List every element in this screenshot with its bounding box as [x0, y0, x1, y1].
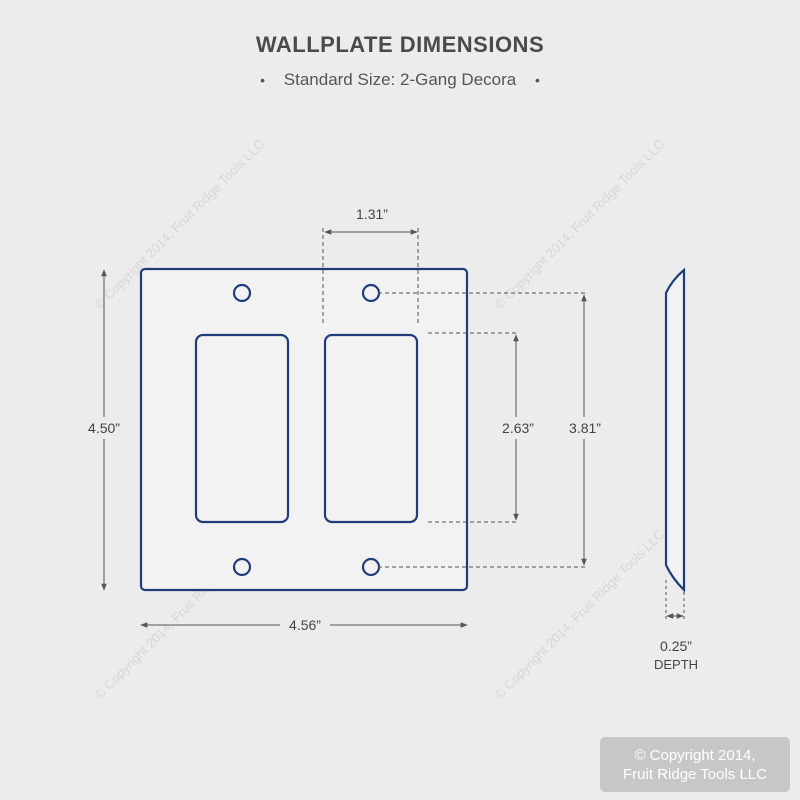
wallplate-side-profile	[664, 267, 686, 593]
screw-spacing-label: 3.81”	[569, 420, 601, 436]
watermark-text: © Copyright 2014, Fruit Ridge Tools LLC	[492, 527, 668, 703]
label-background	[496, 417, 540, 439]
opening-spacing-label: 1.31”	[356, 206, 388, 222]
watermark-text: © Copyright 2014, Fruit Ridge Tools LLC	[492, 137, 668, 313]
subtitle: • Standard Size: 2-Gang Decora •	[0, 70, 800, 90]
label-background	[563, 417, 607, 439]
decora-opening-left	[194, 333, 290, 524]
screw-hole-bottom-left	[232, 557, 252, 577]
label-background	[280, 615, 330, 635]
decora-opening-right	[323, 333, 419, 524]
wallplate-front	[139, 267, 469, 592]
depth-value-label: 0.25”	[660, 638, 692, 654]
screw-hole-top-right	[361, 283, 381, 303]
copyright-line: Fruit Ridge Tools LLC	[623, 766, 767, 783]
copyright-line: © Copyright 2014,	[634, 747, 756, 764]
plate-height-label: 4.50”	[88, 420, 120, 436]
subtitle-text: Standard Size: 2-Gang Decora	[283, 70, 517, 89]
plate-width-label: 4.56”	[289, 617, 321, 633]
depth-caption-label: DEPTH	[654, 657, 698, 672]
bullet-right: •	[534, 72, 540, 88]
bullet-left: •	[260, 72, 266, 88]
screw-hole-top-left	[232, 283, 252, 303]
opening-height-label: 2.63”	[502, 420, 534, 436]
label-background	[80, 417, 128, 439]
copyright-badge: © Copyright 2014, Fruit Ridge Tools LLC	[600, 737, 790, 792]
screw-hole-bottom-right	[361, 557, 381, 577]
page-title: WALLPLATE DIMENSIONS	[255, 32, 545, 57]
plate-outline	[139, 267, 469, 592]
